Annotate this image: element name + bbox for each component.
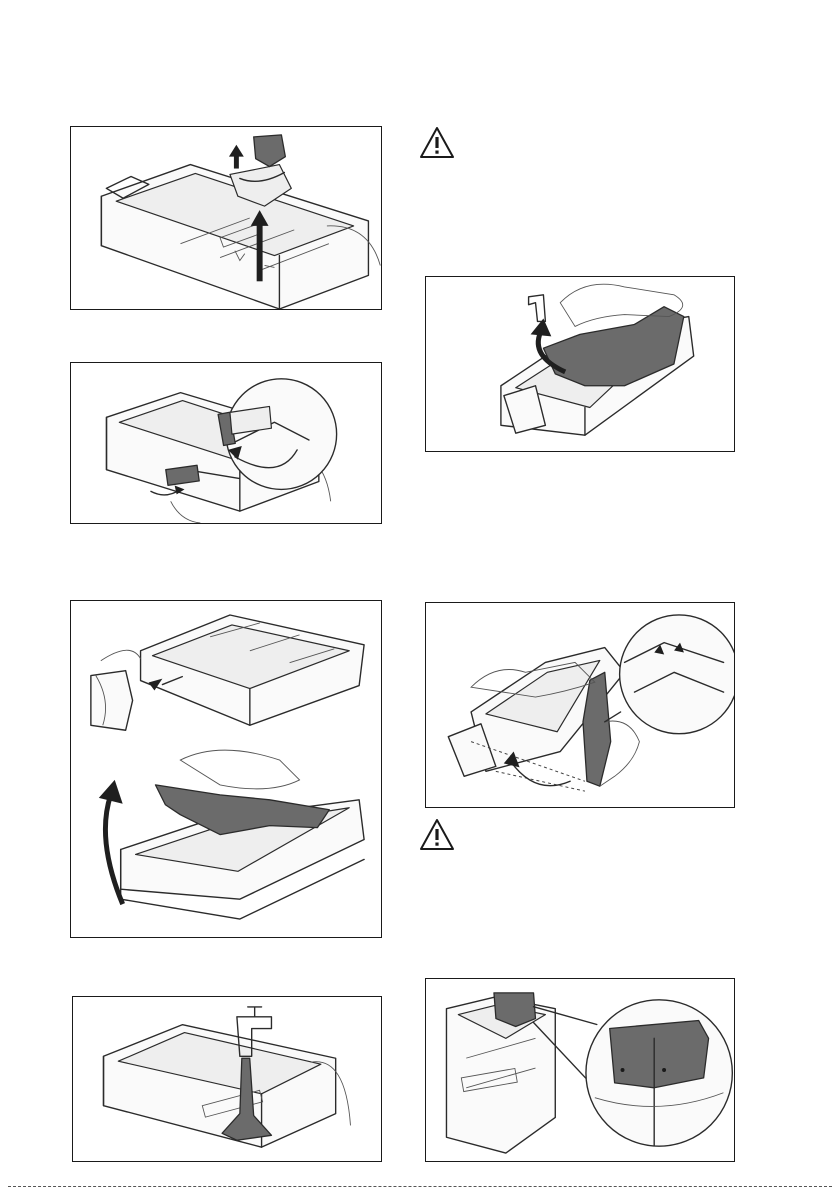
drawer-illustration (71, 127, 381, 309)
tap-illustration (73, 997, 381, 1161)
page-bottom-rule (8, 1186, 832, 1187)
figure-refit-siphon-detail (425, 978, 735, 1162)
warning-triangle-icon (419, 818, 455, 852)
siphon-detail-illustration (426, 979, 734, 1161)
arrow-up-icon (234, 155, 239, 169)
figure-press-release-and-lift-insert (425, 602, 735, 808)
flap-illustration (71, 601, 381, 937)
latch-illustration (71, 363, 381, 523)
figure-rinse-under-tap (72, 996, 382, 1162)
figure-release-latch (70, 362, 382, 524)
magnifier-icon (226, 379, 337, 490)
insert-illustration (426, 277, 734, 451)
figure-remove-insert (425, 276, 735, 452)
warning-triangle-icon (419, 126, 455, 160)
release-illustration (426, 603, 734, 807)
magnifier-icon (620, 615, 734, 734)
figure-lift-flap (70, 600, 382, 938)
figure-remove-siphon-cap (70, 126, 382, 310)
